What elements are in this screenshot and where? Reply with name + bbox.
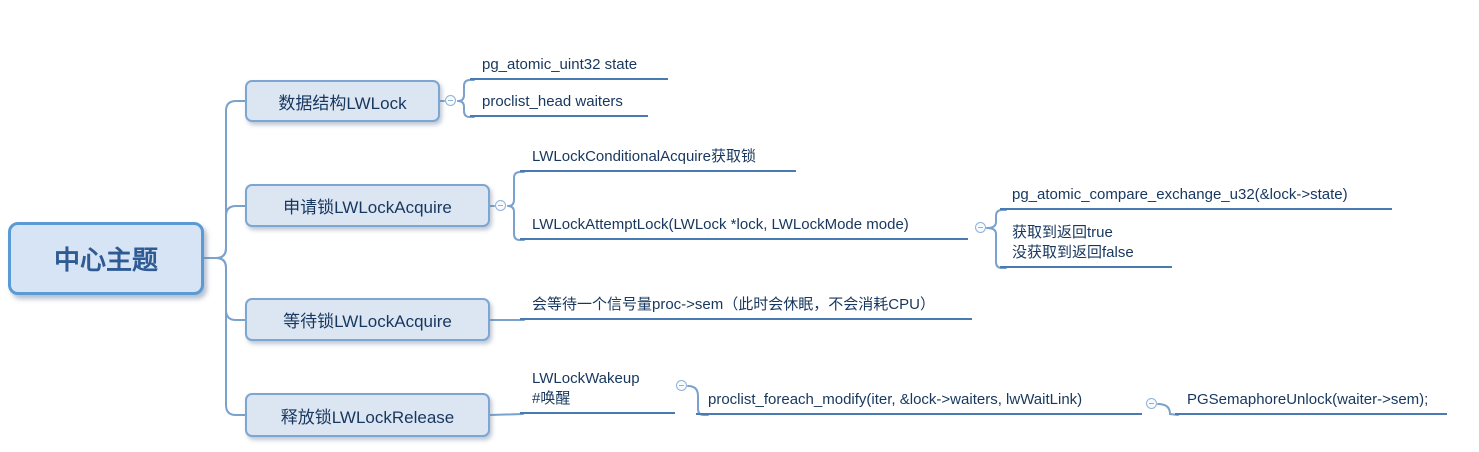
- leaf-label: proclist_head waiters: [482, 93, 623, 110]
- branch-acquire-lwlock[interactable]: 申请锁LWLockAcquire: [245, 184, 490, 227]
- branch-label: 申请锁LWLockAcquire: [283, 198, 452, 217]
- collapse-minus-icon[interactable]: [676, 380, 687, 391]
- root-topic[interactable]: 中心主题: [8, 222, 204, 295]
- connector-root-branch2: [203, 205, 246, 259]
- leaf-proclist-foreach-modify[interactable]: proclist_foreach_modify(iter, &lock->wai…: [696, 391, 1142, 415]
- leaf-label: proclist_foreach_modify(iter, &lock->wai…: [708, 391, 1083, 408]
- connector-attemptlock-child1: [986, 209, 1007, 229]
- connector-root-branch4: [203, 257, 246, 416]
- connector-branch1-child1: [457, 79, 475, 102]
- connector-branch2-child1: [507, 171, 525, 207]
- collapse-minus-icon[interactable]: [445, 95, 456, 106]
- leaf-label: pg_atomic_uint32 state: [482, 56, 638, 73]
- collapse-minus-icon[interactable]: [1146, 398, 1157, 409]
- branch-label: 数据结构LWLock: [278, 93, 407, 113]
- connector-branch4-child1: [489, 413, 524, 416]
- connector-attemptlock-child2: [986, 227, 1007, 269]
- leaf-label: LWLockAttemptLock(LWLock *lock, LWLockMo…: [532, 216, 909, 233]
- connector-root-branch1: [203, 100, 246, 259]
- leaf-pg-atomic-uint32-state[interactable]: pg_atomic_uint32 state: [470, 56, 668, 80]
- leaf-label-line2: #唤醒: [532, 390, 571, 407]
- leaf-label-line1: 获取到返回true: [1012, 224, 1113, 241]
- leaf-label-line2: 没获取到返回false: [1012, 244, 1134, 261]
- branch-wait-lwlock[interactable]: 等待锁LWLockAcquire: [245, 298, 490, 341]
- root-topic-label: 中心主题: [53, 245, 158, 275]
- connector-proclist-child1: [1157, 403, 1179, 416]
- leaf-lwlockconditionalacquire[interactable]: LWLockConditionalAcquire获取锁: [520, 148, 796, 172]
- leaf-label-line1: LWLockWakeup: [532, 370, 640, 387]
- connector-branch2-child2: [507, 205, 525, 241]
- branch-label: 等待锁LWLockAcquire: [283, 312, 452, 331]
- leaf-lwlockattemptlock[interactable]: LWLockAttemptLock(LWLock *lock, LWLockMo…: [520, 216, 968, 240]
- leaf-wait-semaphore[interactable]: 会等待一个信号量proc->sem（此时会休眠，不会消耗CPU）: [520, 296, 972, 320]
- leaf-proclist-head-waiters[interactable]: proclist_head waiters: [470, 93, 648, 117]
- branch-datastructure-lwlock[interactable]: 数据结构LWLock: [245, 80, 440, 122]
- branch-release-lwlock[interactable]: 释放锁LWLockRelease: [245, 393, 490, 437]
- leaf-lwlockwakeup[interactable]: LWLockWakeup #唤醒: [520, 370, 675, 414]
- collapse-minus-icon[interactable]: [975, 222, 986, 233]
- leaf-pgsemaphoreunlock[interactable]: PGSemaphoreUnlock(waiter->sem);: [1175, 391, 1447, 415]
- branch-label: 释放锁LWLockRelease: [280, 407, 455, 427]
- leaf-pg-atomic-compare-exchange[interactable]: pg_atomic_compare_exchange_u32(&lock->st…: [1000, 186, 1392, 210]
- collapse-minus-icon[interactable]: [495, 200, 506, 211]
- connector-root-branch3: [203, 257, 246, 321]
- leaf-return-true-false[interactable]: 获取到返回true 没获取到返回false: [1000, 224, 1172, 268]
- leaf-label: pg_atomic_compare_exchange_u32(&lock->st…: [1012, 186, 1348, 203]
- leaf-label: PGSemaphoreUnlock(waiter->sem);: [1187, 391, 1429, 408]
- leaf-label: 会等待一个信号量proc->sem（此时会休眠，不会消耗CPU）: [532, 296, 935, 313]
- connector-branch1-child2: [457, 100, 475, 118]
- leaf-label: LWLockConditionalAcquire获取锁: [532, 148, 756, 165]
